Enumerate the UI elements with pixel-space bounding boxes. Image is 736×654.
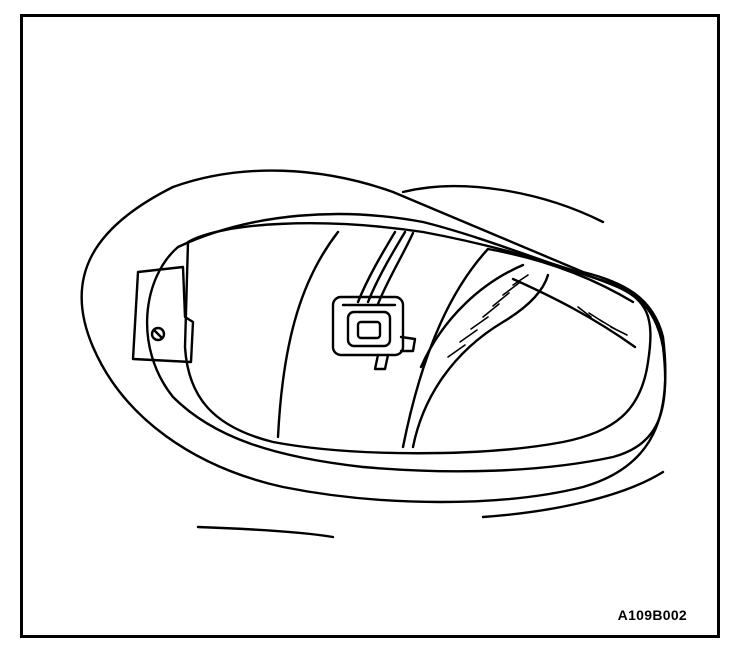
linkage-rod-upper bbox=[486, 247, 635, 304]
figure-frame: A109B002 bbox=[20, 14, 720, 638]
screw-icon bbox=[150, 326, 166, 342]
linkage-rod-lower bbox=[511, 277, 637, 349]
mounting-tab bbox=[131, 265, 195, 364]
bezel-sweep-line-bottom bbox=[481, 470, 665, 519]
recess-opening bbox=[183, 222, 652, 455]
bezel-sweep-line-lower-left bbox=[196, 525, 335, 539]
electrical-connector bbox=[331, 295, 417, 371]
panel-curve-right bbox=[401, 247, 490, 449]
cable-sheath-right bbox=[411, 273, 550, 449]
screw-slot bbox=[153, 329, 163, 339]
bezel-outer-outline bbox=[80, 169, 667, 504]
cable-sheath-left bbox=[419, 263, 525, 369]
bezel-inner-lip bbox=[145, 212, 667, 473]
panel-curve-left bbox=[276, 230, 340, 439]
bezel-sweep-line-top bbox=[401, 184, 605, 224]
wire-harness-1 bbox=[356, 230, 397, 304]
figure-code-label: A109B002 bbox=[617, 607, 687, 623]
wire-harness-2 bbox=[366, 230, 407, 304]
door-handle-bezel-illustration bbox=[80, 169, 667, 539]
cable-wrap-marks bbox=[447, 274, 628, 358]
